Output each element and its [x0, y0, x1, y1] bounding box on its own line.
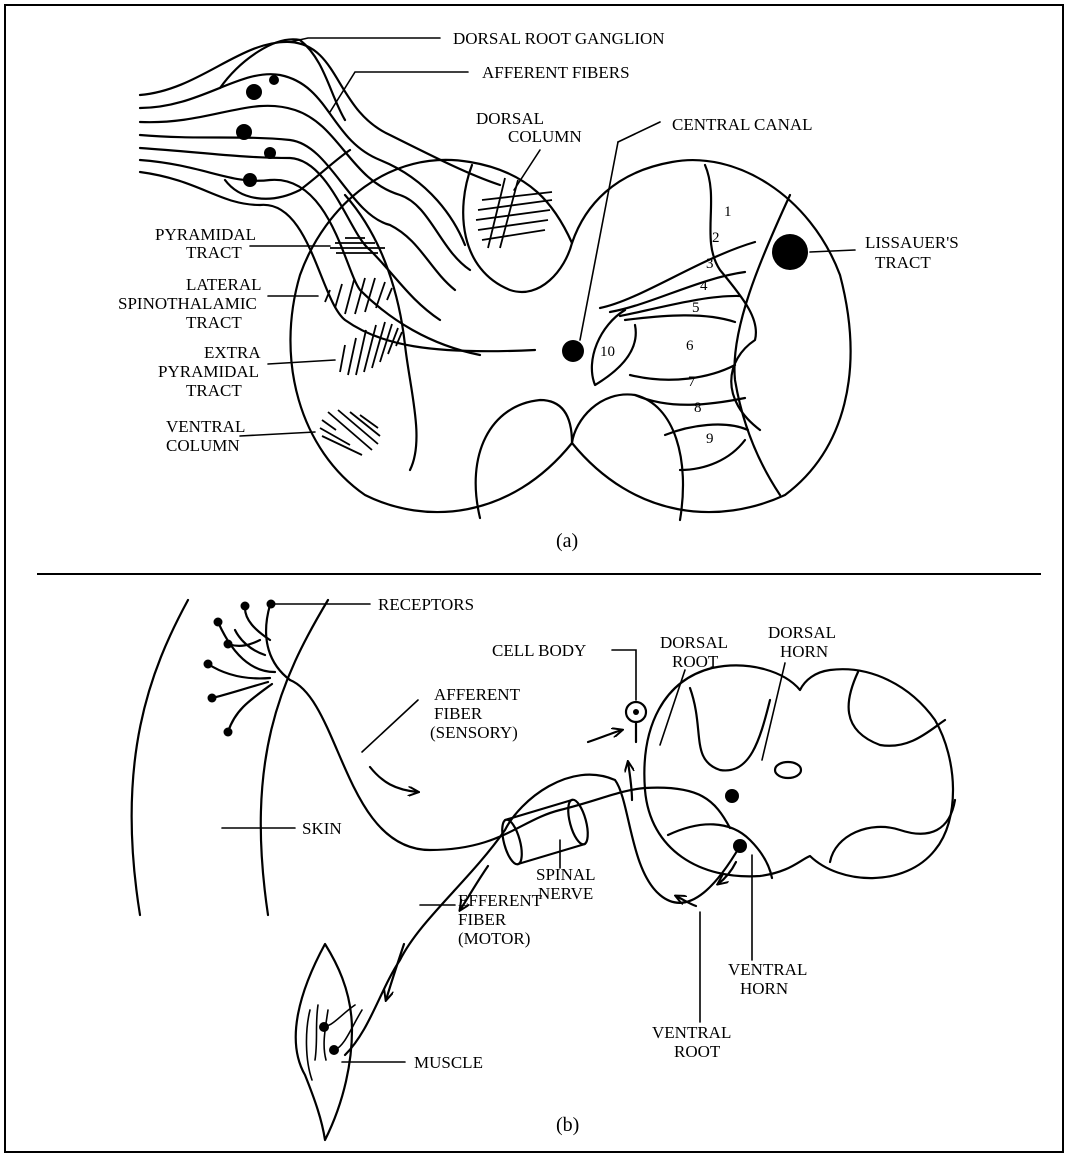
ganglion-cell	[269, 75, 279, 85]
dorsal-horn-outline	[849, 672, 945, 746]
lamina-3: 3	[706, 256, 714, 272]
central-canal-label: CENTRAL CANAL	[672, 115, 813, 134]
dorsal-root-ganglion-label: DORSAL ROOT GANGLION	[453, 29, 665, 48]
ventral-column-hatch	[320, 410, 380, 455]
dorsal-horn-outline	[690, 688, 770, 770]
dorsal-column-hatch	[476, 178, 552, 248]
efferent-label-3: (MOTOR)	[458, 929, 530, 948]
motor-arrow	[628, 762, 632, 800]
afferent-leader-b	[362, 700, 418, 752]
receptors	[204, 600, 291, 737]
panel-a: 1 2 3 4 5 6 7 8 9 10 CENTRAL CANAL LISSA…	[118, 29, 959, 552]
skin-outer-line	[132, 600, 188, 915]
extra-pyramidal-label-3: TRACT	[186, 381, 242, 400]
afferent-fiber-path	[290, 680, 730, 850]
lamina-8: 8	[694, 400, 702, 416]
lissauers-label-2: TRACT	[875, 253, 931, 272]
lateral-spinothalamic-label-2: SPINOTHALAMIC	[118, 294, 257, 313]
central-canal-leader	[580, 142, 618, 340]
afferent-fiber	[140, 74, 465, 245]
pyramidal-tract-label-2: TRACT	[186, 243, 242, 262]
skin-inner-line	[261, 600, 328, 915]
lamina-7: 7	[688, 374, 696, 390]
spinal-nerve-label-2: NERVE	[538, 884, 593, 903]
ventral-root-label-2: ROOT	[674, 1042, 721, 1061]
lamina-divider	[630, 365, 735, 380]
ganglion-cell	[243, 173, 257, 187]
dorsal-root-leader	[660, 670, 685, 745]
afferent-label-2: FIBER	[434, 704, 483, 723]
ventral-horn-outline	[668, 824, 772, 878]
cell-body-leader	[612, 650, 636, 700]
lamina-2: 2	[712, 230, 720, 246]
central-canal	[562, 340, 584, 362]
afferent-label-3: (SENSORY)	[430, 723, 518, 742]
ventral-column-label-2: COLUMN	[166, 436, 240, 455]
panel-b: SKIN RECEPTORS	[132, 595, 955, 1140]
afferent-leader	[330, 72, 468, 112]
extra-pyramidal-leader	[268, 360, 335, 364]
spinal-nerve-label-1: SPINAL	[536, 865, 596, 884]
ventral-horn-outline	[830, 800, 955, 862]
ganglion-cell	[236, 124, 252, 140]
afferent-arrow	[370, 767, 418, 792]
lamina-10: 10	[600, 344, 615, 360]
dorsal-horn-neuron	[725, 789, 739, 803]
efferent-label-1: EFFERENT	[458, 891, 543, 910]
muscle-label: MUSCLE	[414, 1053, 483, 1072]
dorsal-horn-label-2: HORN	[780, 642, 828, 661]
lissauers-tract	[772, 234, 808, 270]
afferent-arrow	[588, 730, 622, 742]
caption-a: (a)	[556, 530, 578, 552]
extra-pyramidal-hatch	[340, 322, 402, 375]
ventral-horn-label-2: HORN	[740, 979, 788, 998]
efferent-arrow	[386, 944, 404, 1000]
efferent-label-2: FIBER	[458, 910, 507, 929]
extra-pyramidal-label-1: EXTRA	[204, 343, 261, 362]
lissauers-leader	[810, 250, 855, 252]
central-canal-b	[775, 762, 801, 778]
dorsal-horn-label-1: DORSAL	[768, 623, 836, 642]
lissauers-label-1: LISSAUER'S	[865, 233, 959, 252]
ventral-column-label-1: VENTRAL	[166, 417, 245, 436]
lamina-divider	[625, 315, 735, 322]
dorsal-root-ganglion-outline	[220, 39, 350, 198]
ventral-arrow	[676, 896, 696, 906]
dorsal-root-label-1: DORSAL	[660, 633, 728, 652]
dorsal-root-label-2: ROOT	[672, 652, 719, 671]
lateral-spinothalamic-label-3: TRACT	[186, 313, 242, 332]
motor-endplate	[329, 1045, 339, 1055]
lamina-1: 1	[724, 204, 732, 220]
extra-pyramidal-label-2: PYRAMIDAL	[158, 362, 259, 381]
lateral-spinothalamic-label-1: LATERAL	[186, 275, 262, 294]
receptors-label: RECEPTORS	[378, 595, 474, 614]
central-canal-leader	[618, 122, 660, 142]
pyramidal-tract-label-1: PYRAMIDAL	[155, 225, 256, 244]
drg-leader	[290, 38, 440, 42]
dorsal-horn-leader	[762, 663, 785, 760]
skin-label: SKIN	[302, 819, 342, 838]
muscle-fibers	[306, 1005, 362, 1080]
lamina-4: 4	[700, 278, 708, 294]
afferent-fibers-label: AFFERENT FIBERS	[482, 63, 630, 82]
ventral-horn-label-1: VENTRAL	[728, 960, 807, 979]
spinal-nerve-cylinder	[498, 798, 591, 867]
afferent-label-1: AFFERENT	[434, 685, 521, 704]
lamina-divider	[620, 296, 740, 316]
motor-endplate	[319, 1022, 329, 1032]
caption-b: (b)	[556, 1114, 579, 1136]
dorsal-column-label-1: DORSAL	[476, 109, 544, 128]
lamina-6: 6	[686, 338, 694, 354]
cell-body-label: CELL BODY	[492, 641, 586, 660]
lamina-divider	[610, 272, 745, 312]
lamina-9: 9	[706, 431, 714, 447]
dorsal-column-label-2: COLUMN	[508, 127, 582, 146]
lamina-5: 5	[692, 300, 700, 316]
ventral-column-leader	[240, 432, 315, 436]
ganglion-cell	[264, 147, 276, 159]
ventral-root-label-1: VENTRAL	[652, 1023, 731, 1042]
ganglion-cell	[246, 84, 262, 100]
